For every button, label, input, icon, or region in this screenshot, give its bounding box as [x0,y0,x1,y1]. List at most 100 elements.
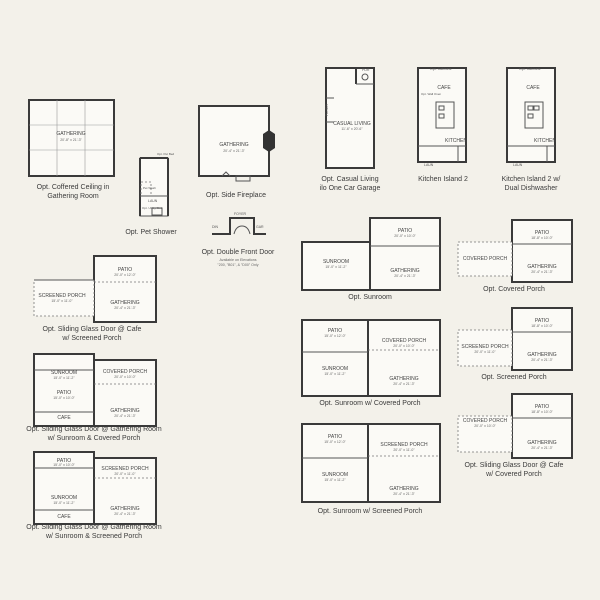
casual-pdr-label: PDR [362,68,370,72]
kitchen-island-dd-drawing [506,67,556,163]
plan-sgd-cafe-covered: PATIO 18'-8" x 10'-0" COVERED PORCH 20'-… [452,390,578,462]
sgdgc-cafe-label: CAFE [57,415,71,421]
ki2-laun-label: LAUN [424,163,434,167]
plan-sunroom: PATIO 20'-0" x 10'-0" SUNROOM 15'-0" x 1… [298,214,444,294]
pet-bed-note: Opt. Pet Bed [157,152,175,156]
caption-sunroom-covered: Opt. Sunroom w/ Covered Porch [319,400,421,407]
sp-screened-label: SCREENED PORCH [461,344,509,350]
sunroom-room-label: SUNROOM [322,259,350,265]
casual-room-dim: 11'-6" x 20'-6" [341,127,363,131]
sgdgc-sunroom-label: SUNROOM [50,370,78,376]
plan-sgd-gr-sun-covered: PATIO 15'-0" x 10'-0" COVERED PORCH 20'-… [28,350,160,430]
sunroom-patio-label: PATIO [397,228,413,234]
ki2-cabinets-note: Opt. Cabinets [430,67,452,71]
ss-patio-dim: 15'-0" x 12'-0" [324,440,346,444]
sunroom-gathering-label: GATHERING [390,268,420,274]
cp-patio-label: PATIO [534,230,550,236]
sgdcc-covered-label: COVERED PORCH [462,418,508,424]
ddoor-gar-label: GAR [256,225,264,229]
cp-gathering-dim: 20'-4" x 21'-3" [531,270,553,274]
sp-patio-dim: 18'-8" x 10'-0" [531,324,553,328]
sc-sunroom-label: SUNROOM [321,366,349,372]
caption-sgd-cafe-screened-2: w/ Screened Porch [62,335,122,342]
kitchen-island-2-drawing [417,67,467,163]
caption-sgd-gr-sun-covered-2: w/ Sunroom & Covered Porch [47,435,141,442]
ss-sunroom-label: SUNROOM [321,472,349,478]
caption-sunroom: Opt. Sunroom [348,294,392,301]
plan-kitchen-island-2: Opt. Cabinets CAFE Opt. Wall Oven KITCHE… [414,64,470,172]
ki2-kitchen-label: KITCHEN [445,138,467,144]
ss-screened-dim: 20'-0" x 11'-0" [393,448,415,452]
sgdcs-patio-label: PATIO [117,267,133,273]
sgdgs-sunroom-label: SUNROOM [50,495,78,501]
casual-room-label: CASUAL LIVING [333,121,371,127]
ki2-wall-oven-note: Opt. Wall Oven [421,92,442,96]
caption-sgd-gr-sun-screened-1: Opt. Sliding Glass Door @ Gathering Room [26,524,162,531]
sgdgc-sunroom-dim: 15'-0" x 11'-2" [53,376,75,380]
sp-gathering-label: GATHERING [527,352,557,358]
sc-gathering-label: GATHERING [389,376,419,382]
plan-side-fireplace: GATHERING 20'-4" x 21'-3" [192,102,282,184]
sunroom-patio-dim: 20'-0" x 10'-0" [394,234,416,238]
sgdcs-patio-dim: 20'-0" x 12'-0" [114,273,136,277]
caption-screened-porch: Opt. Screened Porch [481,374,547,381]
plan-sunroom-covered: PATIO 15'-0" x 12'-0" COVERED PORCH 20'-… [298,316,444,400]
sgdgs-gathering-dim: 20'-4" x 21'-3" [114,512,136,516]
sc-patio-label: PATIO [327,328,343,334]
caption-kitchen-dd-1: Kitchen Island 2 w/ [501,176,561,183]
coffered-room-label: GATHERING [56,131,86,137]
sgdcc-covered-dim: 20'-0" x 10'-0" [474,424,496,428]
ss-sunroom-dim: 15'-0" x 11'-2" [324,478,346,482]
coffered-ceiling-drawing [28,99,115,177]
sgdcc-gathering-label: GATHERING [527,440,557,446]
sgd-cafe-screened-drawing [33,255,157,323]
caption-covered-porch: Opt. Covered Porch [483,286,545,293]
sgdcs-gathering-dim: 20'-4" x 21'-3" [114,306,136,310]
sgdgc-patio-label: PATIO [56,390,72,396]
side-fireplace-drawing [198,105,275,182]
plan-casual-living: PDR FOYER CASUAL LIVING 11'-6" x 20'-6" [318,64,380,172]
ss-screened-label: SCREENED PORCH [380,442,428,448]
sc-sunroom-dim: 15'-0" x 11'-2" [324,372,346,376]
sgdgc-gathering-label: GATHERING [110,408,140,414]
caption-kitchen-island-2: Kitchen Island 2 [418,176,468,183]
kidd-kitchen-label: KITCHEN [534,138,556,144]
fireplace-room-label: GATHERING [219,142,249,148]
kidd-laun-label: LAUN [513,163,523,167]
caption-casual-1: Opt. Casual Living [321,176,379,183]
screened-porch-drawing [457,307,573,371]
caption-coffered-1: Opt. Coffered Ceiling in [36,184,110,191]
sgdcs-gathering-label: GATHERING [110,300,140,306]
pet-wash-note: Pet Wash [143,186,156,190]
ddoor-note-2: "200, "B01", & "D00" Only [217,263,259,267]
sunroom-screened-drawing [301,423,441,503]
sunroom-gathering-dim: 20'-4" x 21'-3" [394,274,416,278]
sgdgs-cafe-label: CAFE [57,514,71,520]
cp-covered-label: COVERED PORCH [462,256,508,262]
sgdgs-sunroom-dim: 15'-0" x 11'-2" [53,501,75,505]
ss-gathering-label: GATHERING [389,486,419,492]
sp-patio-label: PATIO [534,318,550,324]
caption-sgd-cafe-covered-2: w/ Covered Porch [486,471,542,478]
plan-pet-shower: Opt. Pet Bed Pet Wash LAUN Opt. Utility … [128,150,180,222]
ki2-cafe-label: CAFE [437,85,451,91]
plan-sgd-gr-sun-screened: PATIO 15'-0" x 10'-0" SCREENED PORCH 20'… [28,448,160,528]
ss-gathering-dim: 20'-4" x 21'-3" [393,492,415,496]
pet-shower-drawing [139,157,169,217]
casual-living-drawing [325,67,375,169]
plan-sunroom-screened: PATIO 15'-0" x 12'-0" SCREENED PORCH 20'… [298,420,444,506]
pet-utility-sink-note: Opt. Utility Sink [142,206,163,210]
pet-laun-label: LAUN [148,199,158,203]
caption-casual-2: ilo One Car Garage [319,185,381,192]
sgdgs-patio-label: PATIO [56,458,72,464]
sunroom-room-dim: 15'-0" x 11'-2" [325,265,347,269]
caption-sgd-cafe-screened-1: Opt. Sliding Glass Door @ Cafe [42,326,142,333]
sgd-gr-sun-covered-drawing [33,353,157,427]
casual-foyer-label: FOYER [325,103,330,117]
ddoor-din-label: DIN [212,225,219,229]
plan-double-front-door: DIN FOYER GAR [208,210,270,248]
sc-covered-label: COVERED PORCH [381,338,427,344]
caption-pet-shower: Opt. Pet Shower [125,229,177,236]
ddoor-note-1: Available on Elevations [219,258,257,262]
